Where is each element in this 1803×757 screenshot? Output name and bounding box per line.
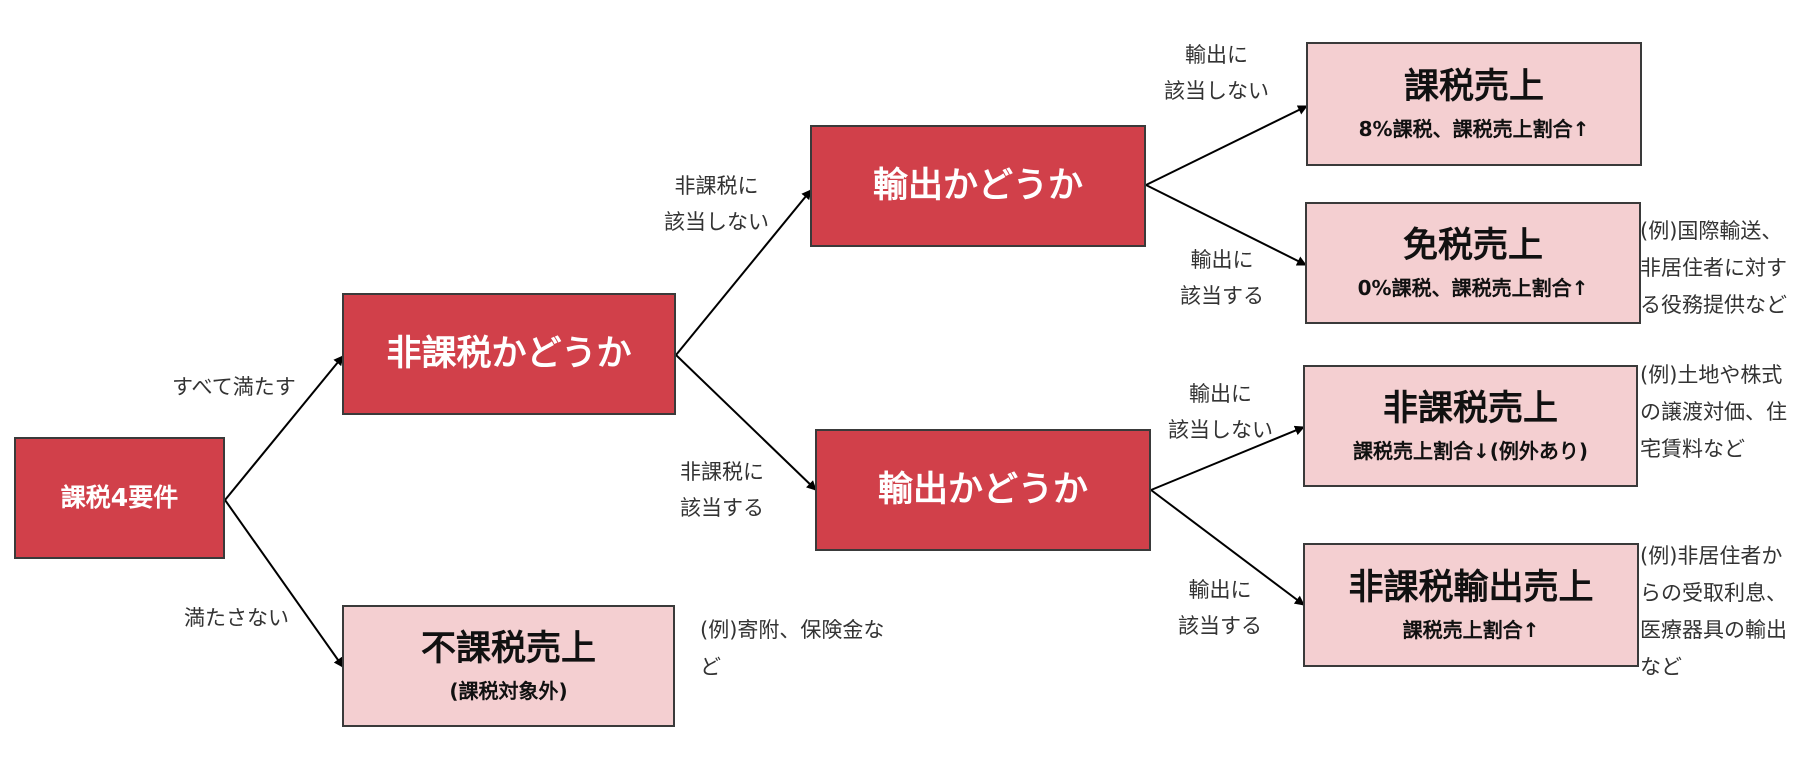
note-out-of-scope-example: (例)寄附、保険金な ど bbox=[700, 618, 885, 679]
note-exempt-example: (例)国際輸送、 非居住者に対す る役務提供など bbox=[1640, 219, 1787, 317]
non-taxable-export-sales-sub: 課税売上割合↑ bbox=[1402, 618, 1540, 643]
non-taxable-sales-title: 非課税売上 bbox=[1382, 388, 1558, 429]
edge-label-lower-is-export: 輸出に 該当する bbox=[1178, 578, 1262, 638]
exempt-sales-sub: 0%課税、課税売上割合↑ bbox=[1357, 276, 1589, 301]
edge-label-lower-not-export: 輸出に 該当しない bbox=[1168, 382, 1273, 442]
out-of-scope-title: 不課税売上 bbox=[420, 628, 596, 669]
edge-label-all-met: すべて満たす bbox=[172, 375, 296, 399]
edge-label-not-non-taxable: 非課税に 該当しない bbox=[664, 174, 769, 234]
arrow-lower-export-to-non-taxable-export-sales bbox=[1150, 489, 1305, 606]
edge-label-not-met: 満たさない bbox=[184, 606, 289, 630]
note-non-taxable-export-example: (例)非居住者か らの受取利息、 医療器具の輸出 など bbox=[1640, 544, 1787, 679]
arrow-lower-export-to-non-taxable-sales bbox=[1150, 425, 1305, 491]
exempt-sales-node: 免税売上 0%課税、課税売上割合↑ bbox=[1305, 202, 1641, 324]
out-of-scope-node: 不課税売上 (課税対象外) bbox=[342, 605, 675, 727]
taxable-sales-title: 課税売上 bbox=[1403, 66, 1544, 107]
edge-label-is-non-taxable: 非課税に 該当する bbox=[680, 460, 764, 520]
export-check-lower-label: 輸出かどうか bbox=[877, 469, 1088, 510]
export-check-lower-node: 輸出かどうか bbox=[815, 429, 1151, 551]
non-taxable-export-sales-title: 非課税輸出売上 bbox=[1348, 567, 1594, 608]
non-taxable-check-label: 非課税かどうか bbox=[386, 333, 632, 374]
arrow-root-to-non-taxable-check bbox=[224, 355, 344, 501]
non-taxable-check-node: 非課税かどうか bbox=[342, 293, 676, 415]
taxable-sales-node: 課税売上 8%課税、課税売上割合↑ bbox=[1306, 42, 1642, 166]
edge-label-upper-not-export: 輸出に 該当しない bbox=[1164, 43, 1269, 103]
edge-label-upper-is-export: 輸出に 該当する bbox=[1180, 248, 1264, 308]
arrow-non-taxable-check-to-lower-export bbox=[675, 354, 817, 491]
non-taxable-sales-node: 非課税売上 課税売上割合↓(例外あり) bbox=[1303, 365, 1638, 487]
exempt-sales-title: 免税売上 bbox=[1402, 225, 1543, 266]
non-taxable-sales-sub: 課税売上割合↓(例外あり) bbox=[1352, 439, 1589, 464]
arrow-upper-export-to-taxable-sales bbox=[1145, 105, 1308, 186]
root-node: 課税4要件 bbox=[14, 437, 225, 559]
arrow-non-taxable-check-to-upper-export bbox=[675, 189, 812, 356]
root-node-label: 課税4要件 bbox=[60, 482, 179, 512]
note-non-taxable-example: (例)土地や株式 の譲渡対価、住 宅賃料など bbox=[1640, 363, 1787, 461]
arrow-root-to-out-of-scope bbox=[224, 499, 344, 668]
export-check-upper-label: 輸出かどうか bbox=[872, 165, 1083, 206]
out-of-scope-sub: (課税対象外) bbox=[449, 679, 568, 704]
arrow-upper-export-to-exempt-sales bbox=[1145, 184, 1307, 266]
non-taxable-export-sales-node: 非課税輸出売上 課税売上割合↑ bbox=[1303, 543, 1639, 667]
export-check-upper-node: 輸出かどうか bbox=[810, 125, 1146, 247]
taxable-sales-sub: 8%課税、課税売上割合↑ bbox=[1358, 117, 1590, 142]
